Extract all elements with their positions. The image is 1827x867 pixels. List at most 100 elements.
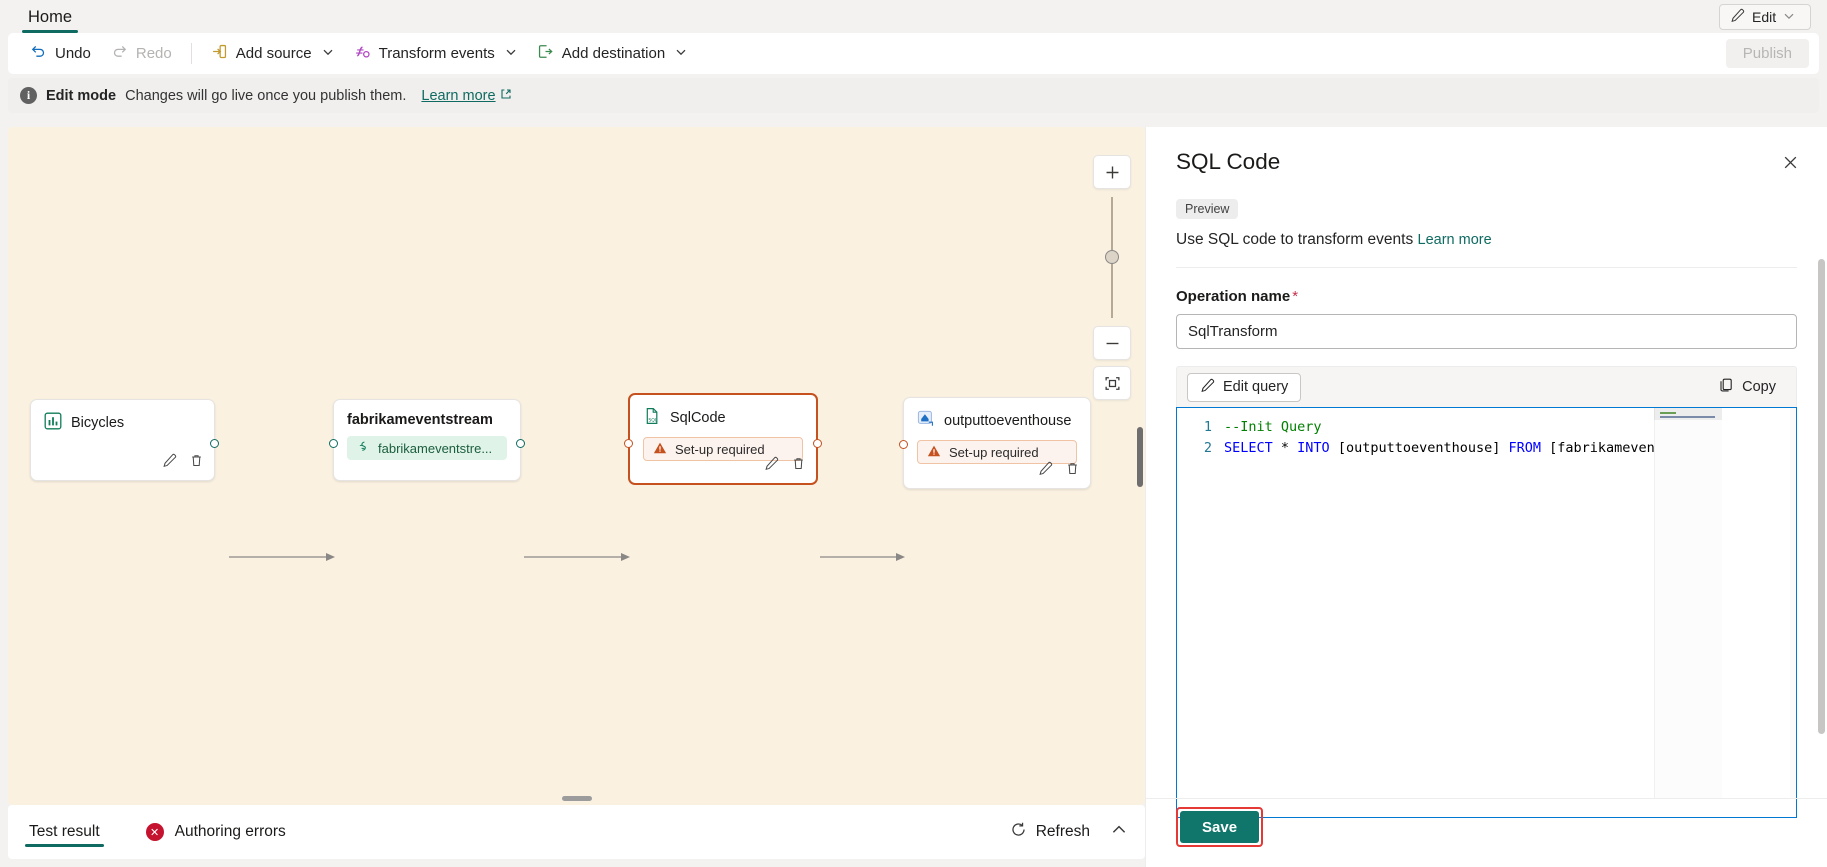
redo-label: Redo	[135, 45, 172, 62]
editor-minimap[interactable]	[1654, 408, 1722, 798]
sql-code-editor[interactable]: 1 --Init Query 2 SELECT * INTO [outputto…	[1176, 407, 1797, 799]
chevron-down-icon	[1783, 9, 1795, 25]
preview-badge: Preview	[1176, 199, 1239, 219]
table-chart-icon	[44, 412, 62, 434]
sql-file-icon: SQL	[643, 407, 661, 429]
edit-node-icon[interactable]	[764, 456, 779, 476]
panel-divider	[1176, 267, 1797, 268]
node-title: fabrikameventstream	[334, 400, 520, 428]
publish-button[interactable]: Publish	[1725, 39, 1809, 68]
authoring-errors-item[interactable]: ✕ Authoring errors	[145, 823, 286, 841]
transform-events-icon	[354, 43, 371, 64]
delete-node-icon[interactable]	[1065, 461, 1080, 481]
node-input-port[interactable]	[329, 439, 338, 448]
editor-footer	[1176, 799, 1797, 818]
node-actions	[764, 456, 806, 476]
panel-vertical-scrollbar[interactable]	[1818, 259, 1825, 734]
node-status-pill: Set-up required	[917, 440, 1077, 464]
edit-query-label: Edit query	[1223, 379, 1289, 395]
canvas-vertical-scrollbar[interactable]	[1137, 427, 1143, 487]
code-keyword-select: SELECT	[1224, 440, 1273, 456]
copy-button[interactable]: Copy	[1708, 373, 1786, 402]
chevron-down-icon	[675, 46, 687, 61]
learn-more-link[interactable]: Learn more	[421, 88, 511, 104]
canvas-node-sqlcode[interactable]: SQL SqlCode Set-up required	[624, 393, 822, 485]
transform-events-button[interactable]: Transform events	[344, 39, 527, 68]
edit-mode-message-bar: i Edit mode Changes will go live once yo…	[8, 78, 1819, 113]
panel-body: Operation name* Edit query Copy	[1146, 268, 1827, 818]
fit-to-screen-icon[interactable]	[1093, 366, 1131, 400]
add-source-button[interactable]: Add source	[201, 39, 344, 68]
add-destination-button[interactable]: Add destination	[527, 39, 697, 68]
error-icon: ✕	[145, 823, 164, 841]
pencil-icon	[1200, 378, 1215, 397]
canvas-resize-handle[interactable]	[561, 796, 592, 801]
tab-home-label: Home	[28, 8, 73, 26]
edit-button-label: Edit	[1752, 9, 1777, 25]
publish-label: Publish	[1742, 45, 1792, 62]
operation-name-label: Operation name*	[1176, 288, 1797, 305]
save-button[interactable]: Save	[1180, 811, 1260, 843]
transform-events-label: Transform events	[378, 45, 495, 62]
undo-button[interactable]: Undo	[20, 39, 101, 68]
eventstream-icon	[356, 440, 370, 457]
bottom-bar-actions: Refresh	[1010, 821, 1128, 844]
canvas-node-fabrikameventstream[interactable]: fabrikameventstream fabrikameventstre...	[329, 399, 525, 481]
edit-query-button[interactable]: Edit query	[1187, 372, 1302, 402]
redo-button[interactable]: Redo	[101, 39, 182, 68]
node-output-port[interactable]	[813, 439, 822, 448]
edit-node-icon[interactable]	[162, 453, 177, 473]
canvas-node-outputtoeventhouse[interactable]: outputtoeventhouse Set-up required	[899, 397, 1091, 489]
node-input-port[interactable]	[899, 440, 908, 449]
zoom-slider-track[interactable]	[1105, 197, 1119, 318]
query-editor-toolbar: Edit query Copy	[1176, 366, 1797, 407]
svg-text:SQL: SQL	[648, 417, 658, 423]
tab-home[interactable]: Home	[22, 8, 79, 33]
canvas-node-bicycles[interactable]: Bicycles	[30, 399, 219, 481]
tab-test-result[interactable]: Test result	[25, 809, 104, 855]
authoring-errors-label: Authoring errors	[174, 823, 286, 840]
editor-vertical-scrollbar[interactable]	[1790, 408, 1796, 798]
panel-description: Use SQL code to transform events Learn m…	[1176, 231, 1797, 249]
node-title: Bicycles	[31, 400, 214, 434]
code-keyword-into: INTO	[1297, 440, 1330, 456]
zoom-out-button[interactable]	[1093, 326, 1131, 360]
pipeline-canvas[interactable]: Bicycles fabrikameventstream fab	[8, 127, 1145, 805]
node-pill-label: Set-up required	[675, 441, 765, 457]
info-icon: i	[20, 87, 37, 104]
line-number: 1	[1203, 419, 1212, 435]
refresh-button[interactable]: Refresh	[1010, 821, 1090, 843]
minimap-slider[interactable]	[1654, 408, 1722, 420]
delete-node-icon[interactable]	[189, 453, 204, 473]
refresh-label: Refresh	[1035, 823, 1090, 840]
collapse-panel-icon[interactable]	[1110, 821, 1128, 844]
close-icon[interactable]	[1775, 147, 1805, 177]
node-input-port[interactable]	[624, 439, 633, 448]
node-label: fabrikameventstream	[347, 412, 493, 428]
edit-mode-button[interactable]: Edit	[1719, 4, 1811, 30]
bottom-results-bar: Test result ✕ Authoring errors Refresh	[8, 805, 1145, 859]
arrow-head	[621, 553, 630, 561]
node-label: Bicycles	[71, 415, 125, 431]
canvas-zoom-controls	[1093, 155, 1131, 400]
required-asterisk: *	[1292, 288, 1299, 305]
zoom-slider-thumb[interactable]	[1105, 250, 1119, 264]
node-output-port[interactable]	[516, 439, 525, 448]
panel-learn-more-link[interactable]: Learn more	[1417, 232, 1492, 248]
external-link-icon	[500, 88, 512, 104]
delete-node-icon[interactable]	[791, 456, 806, 476]
save-highlight-outline: Save	[1176, 807, 1264, 847]
edit-node-icon[interactable]	[1038, 461, 1053, 481]
copy-label: Copy	[1742, 379, 1776, 395]
zoom-in-button[interactable]	[1093, 155, 1131, 189]
eventhouse-icon	[917, 410, 935, 432]
save-button-wrapper: Save	[1176, 807, 1264, 847]
node-pill-label: fabrikameventstre...	[378, 440, 493, 456]
minimap-line-1	[1660, 412, 1676, 414]
node-output-port[interactable]	[210, 439, 219, 448]
operation-name-input[interactable]	[1176, 314, 1797, 349]
copy-icon	[1718, 377, 1734, 397]
arrow-head	[326, 553, 335, 561]
panel-footer-divider	[1146, 798, 1827, 799]
